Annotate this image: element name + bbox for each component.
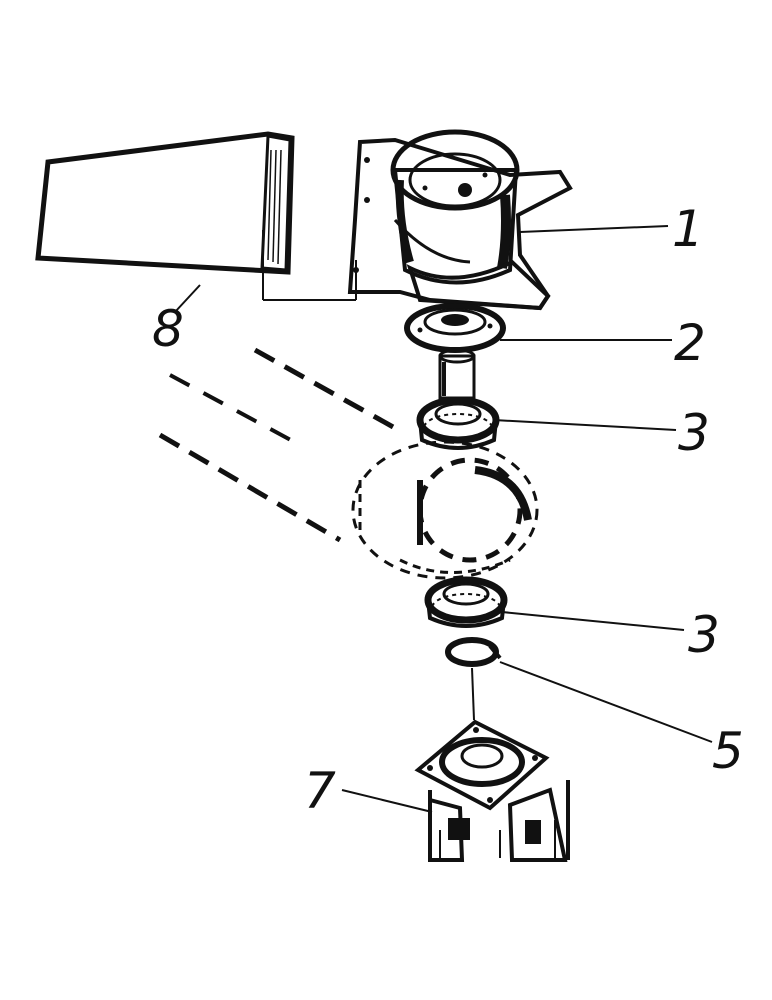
hidden-gear-housing-outline (158, 347, 539, 580)
seal-disk-part (404, 303, 506, 353)
leader-lines (174, 225, 713, 813)
callout-1: 1 (672, 200, 704, 258)
retaining-ring-part (445, 637, 502, 721)
callout-8: 8 (152, 300, 184, 358)
shaft-part (438, 348, 476, 400)
upper-bearing-part (416, 396, 500, 450)
lower-bearing-part (424, 576, 508, 628)
callout-5: 5 (712, 722, 744, 780)
motor-base-part (414, 719, 570, 862)
callout-3-lower: 3 (688, 606, 720, 664)
callout-7: 7 (304, 762, 336, 820)
blade-part (35, 131, 357, 301)
callout-2: 2 (674, 314, 706, 372)
callout-3-upper: 3 (678, 404, 710, 462)
housing-part (347, 129, 573, 311)
callout-labels: 1 2 3 3 5 7 8 (152, 200, 744, 820)
